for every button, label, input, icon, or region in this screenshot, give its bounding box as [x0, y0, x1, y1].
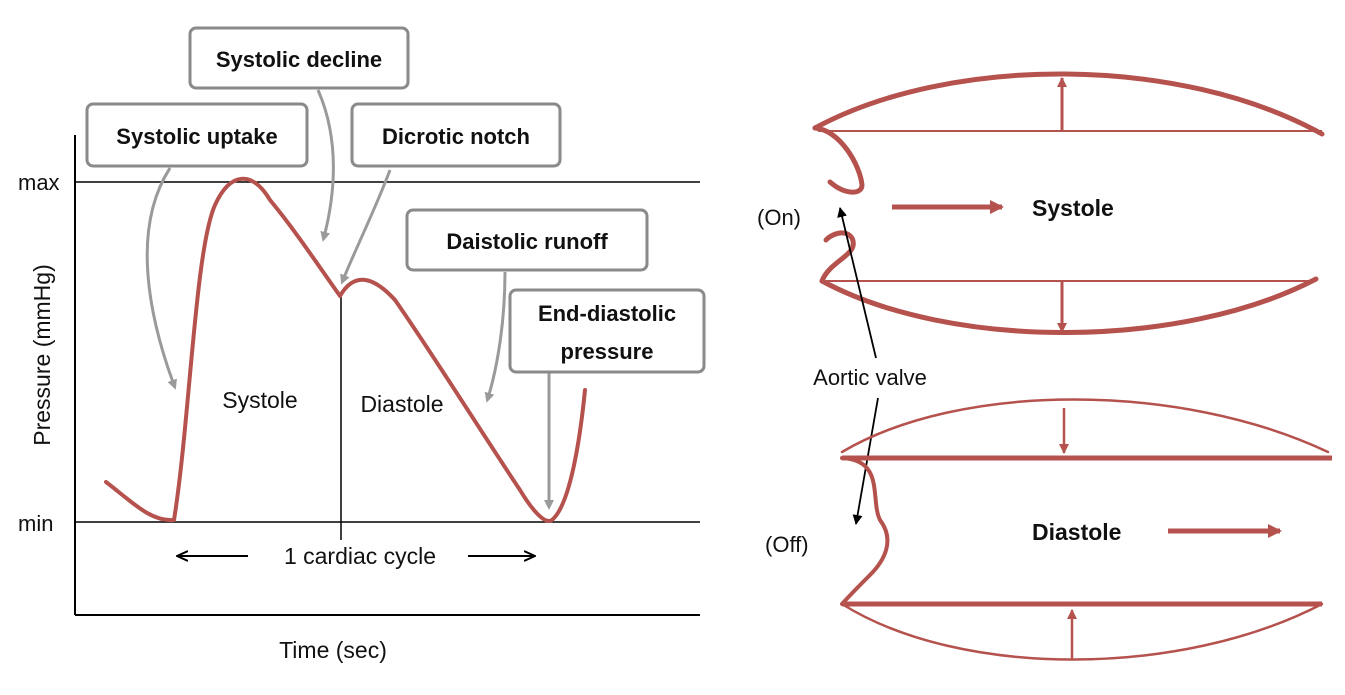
valve-leaflet-lower-open	[819, 230, 856, 284]
callout-dicrotic-notch-text: Dicrotic notch	[382, 124, 530, 149]
callout-end-diastolic-text-2: pressure	[561, 339, 654, 364]
pressure-curve	[104, 176, 587, 523]
systole-right-label: Systole	[1032, 195, 1114, 221]
systole-bottom-wall	[819, 276, 1319, 335]
callout-systolic-uptake-text: Systolic uptake	[116, 124, 277, 149]
callout-diastolic-runoff: Daistolic runoff	[405, 208, 649, 272]
diastole-top-wall	[840, 398, 1330, 454]
systole-vessel: Systole (On)	[757, 71, 1325, 335]
callout-systolic-decline: Systolic decline	[188, 26, 410, 90]
pressure-waveform-diagram: max min Pressure (mmHg) Time (sec) Systo…	[18, 26, 706, 663]
systole-top-wall	[812, 71, 1325, 137]
systole-label: Systole	[222, 387, 297, 413]
dicrotic-notch-arrow	[340, 169, 392, 285]
diastolic-runoff-arrow	[484, 271, 507, 403]
diastole-right-label: Diastole	[1032, 519, 1121, 545]
callout-dicrotic-notch: Dicrotic notch	[350, 102, 562, 168]
callout-systolic-decline-text: Systolic decline	[216, 47, 382, 72]
diastole-vessel: Diastole (Off)	[765, 398, 1332, 661]
y-axis-label: Pressure (mmHg)	[29, 264, 55, 445]
aortic-valve-label: Aortic valve	[813, 365, 927, 390]
on-label: (On)	[757, 205, 801, 230]
diastole-label: Diastole	[360, 391, 443, 417]
callout-end-diastolic-text-1: End-diastolic	[538, 301, 676, 326]
max-label: max	[18, 170, 60, 195]
cycle-label: 1 cardiac cycle	[284, 543, 436, 569]
systolic-decline-arrow	[316, 89, 335, 242]
off-label: (Off)	[765, 532, 809, 557]
valve-closed	[840, 456, 890, 606]
x-axis-label: Time (sec)	[279, 637, 387, 663]
callout-diastolic-runoff-text: Daistolic runoff	[446, 229, 608, 254]
systolic-uptake-arrow	[145, 167, 177, 390]
callout-systolic-uptake: Systolic uptake	[85, 102, 309, 168]
valve-leaflet-upper-open	[812, 125, 865, 195]
aortic-valve-pointer-down	[852, 397, 879, 525]
callout-end-diastolic: End-diastolic pressure	[508, 288, 706, 374]
aorta-diagram: Systole (On) Aortic valve Diastole (Off)	[757, 71, 1332, 661]
diastole-bottom-wall	[840, 602, 1324, 661]
min-label: min	[18, 511, 53, 536]
aortic-valve-pointer-up	[837, 207, 877, 359]
